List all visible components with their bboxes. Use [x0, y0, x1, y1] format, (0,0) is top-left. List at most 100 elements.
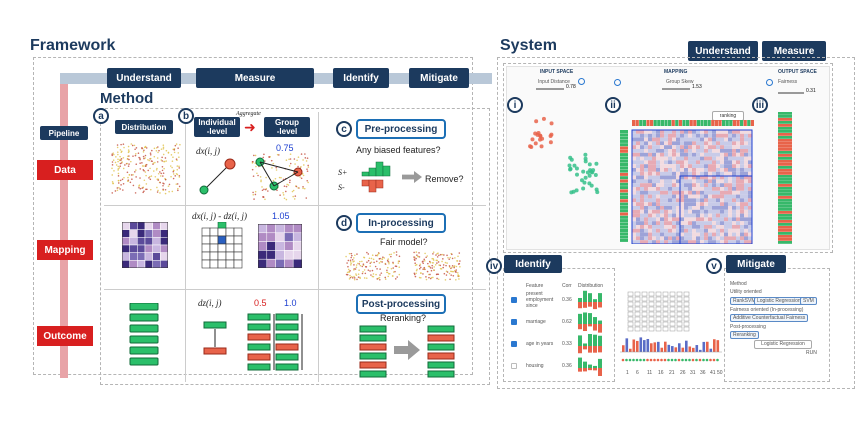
checkbox[interactable]: [511, 363, 517, 369]
scatter-point: [134, 148, 136, 151]
scatter-point: [539, 144, 544, 149]
chart-bar: [692, 347, 695, 352]
matrix-cell: [664, 225, 668, 229]
scatter-point: [264, 188, 267, 191]
scatter-point: [413, 273, 416, 276]
checkbox[interactable]: [511, 297, 517, 303]
chip-additive[interactable]: Additive Counterfactual Fairness: [730, 314, 809, 322]
matrix-cell: [744, 236, 748, 241]
checkbox[interactable]: [511, 319, 517, 325]
matrix-side: [620, 130, 628, 133]
output-segment: [778, 124, 792, 127]
output-segment: [778, 187, 792, 190]
scatter-point: [117, 179, 120, 182]
grid-cell: [201, 251, 211, 261]
ranking-bar: [427, 325, 455, 333]
matrix-cell: [740, 137, 744, 142]
scatter-point: [423, 266, 426, 269]
matrix-cell: [704, 149, 708, 153]
matrix-cell: [736, 213, 740, 218]
matrix-cell: [720, 160, 724, 165]
scatter-point: [128, 158, 130, 161]
scatter-point: [574, 166, 579, 171]
input-slider[interactable]: [536, 88, 564, 90]
method-select[interactable]: Logistic Regression: [754, 340, 812, 349]
matrix-cell: [680, 206, 684, 210]
scatter-point: [117, 182, 120, 184]
chart-cell: [655, 291, 662, 297]
scatter-point: [454, 257, 456, 259]
matrix-cell: [632, 171, 636, 176]
hist-bar: [375, 161, 384, 177]
matrix-cell: [728, 198, 732, 203]
scatter-point: [282, 192, 284, 194]
scatter-point: [150, 175, 153, 177]
chip-logistic-regression[interactable]: Logistic Regression: [754, 297, 804, 305]
matrix-cell: [668, 141, 672, 146]
matrix-side: [620, 189, 628, 193]
matrix-cell: [692, 217, 696, 222]
matrix-cell: [692, 179, 696, 184]
chart-dot: [677, 358, 681, 362]
matrix-cell: [732, 141, 736, 146]
scatter-point: [142, 191, 144, 194]
scatter-point: [144, 154, 147, 157]
matrix-header: [696, 120, 700, 126]
scatter-point: [446, 271, 449, 273]
matrix-cell: [668, 213, 672, 218]
scatter-point: [305, 160, 308, 162]
matrix-cell: [724, 179, 728, 184]
matrix-cell: [160, 260, 168, 268]
group-slider[interactable]: [662, 88, 690, 90]
chip-reranking[interactable]: Reranking: [730, 331, 759, 339]
matrix-cell: [716, 137, 720, 142]
matrix-cell: [144, 222, 153, 230]
matrix-cell: [732, 213, 736, 218]
matrix-cell: [672, 179, 676, 184]
scatter-point: [418, 267, 421, 270]
matrix-cell: [660, 202, 664, 206]
matrix-cell: [668, 168, 672, 172]
scatter-point: [354, 268, 357, 270]
chart-cell: [676, 291, 683, 297]
matrix-cell: [724, 156, 728, 161]
matrix-cell: [732, 221, 736, 225]
checkbox[interactable]: [511, 341, 517, 347]
row-mapping: Mapping: [37, 240, 93, 260]
scatter-point: [253, 198, 255, 200]
matrix-cell: [708, 145, 712, 149]
matrix-header: [653, 120, 657, 126]
matrix-cell: [708, 171, 712, 176]
matrix-cell: [688, 183, 692, 187]
matrix-cell: [728, 194, 732, 199]
chart-cell: [655, 306, 662, 312]
scatter-point: [306, 168, 308, 170]
fairness-slider[interactable]: [778, 92, 804, 94]
matrix-cell: [732, 202, 736, 206]
scatter-point: [351, 258, 354, 261]
scatter-point: [430, 276, 433, 279]
scatter-point: [116, 144, 119, 146]
matrix-cell: [636, 149, 640, 153]
output-segment: [778, 184, 792, 187]
run-button[interactable]: RUN: [806, 350, 817, 356]
chart-cell: [669, 321, 676, 327]
matrix-cell: [732, 206, 736, 210]
matrix-cell: [720, 198, 724, 203]
scatter-point: [446, 254, 448, 257]
matrix-cell: [636, 160, 640, 165]
matrix-cell: [720, 152, 724, 157]
chip-svm[interactable]: SVM: [800, 297, 817, 305]
matrix-cell: [716, 156, 720, 161]
scatter-point: [453, 266, 455, 269]
scatter-point: [303, 187, 306, 190]
ranking-bar: [359, 343, 387, 351]
matrix-cell: [676, 149, 680, 153]
matrix-cell: [680, 183, 684, 187]
matrix-cell: [704, 190, 708, 195]
scatter-point: [437, 278, 440, 281]
grid-cell: [225, 235, 235, 245]
matrix-cell: [644, 145, 648, 149]
scatter-point: [448, 258, 451, 260]
scatter-point: [144, 146, 146, 149]
